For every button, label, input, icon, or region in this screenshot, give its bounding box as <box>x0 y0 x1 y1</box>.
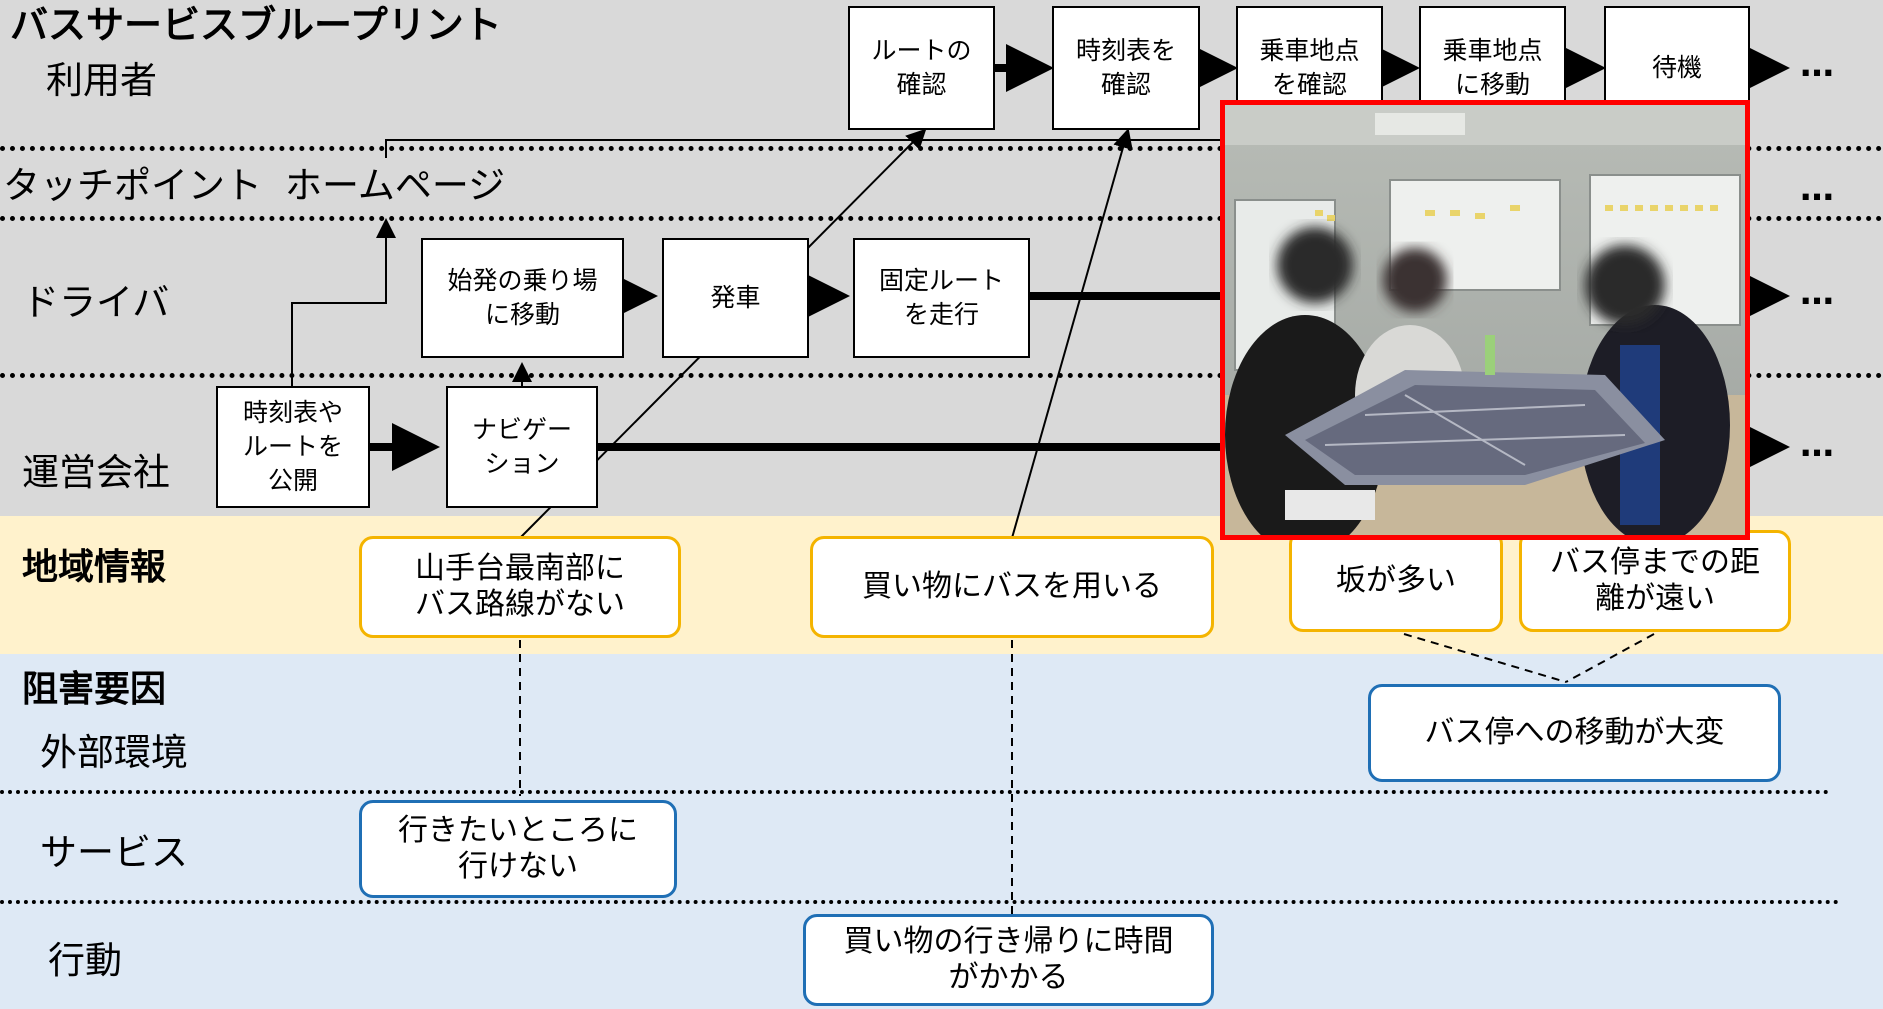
lane-label-external-env: 外部環境 <box>40 731 188 774</box>
lane-separator-service-behavior <box>0 900 1840 904</box>
workshop-photo-image <box>1225 105 1745 535</box>
ellipsis-touchpoint: … <box>1800 169 1838 209</box>
operator-step-publish-timetable: 時刻表や ルートを 公開 <box>216 386 370 508</box>
lane-separator-touchpoint-driver <box>0 216 1883 221</box>
barrier-note-behavior: 買い物の行き帰りに時間 がかかる <box>803 914 1214 1006</box>
lane-label-driver: ドライバ <box>22 281 170 324</box>
lane-label-operator: 運営会社 <box>22 451 170 494</box>
operator-step-navigation: ナビゲー ション <box>446 386 598 508</box>
driver-step-move-to-first-stop: 始発の乗り場 に移動 <box>421 238 624 358</box>
touchpoint-homepage: ホームページ <box>285 164 506 207</box>
lane-label-user: 利用者 <box>46 59 157 102</box>
regional-note-no-bus-route: 山手台最南部に バス路線がない <box>359 536 681 638</box>
lane-label-service: サービス <box>40 831 188 874</box>
regional-note-use-bus-for-shopping: 買い物にバスを用いる <box>810 536 1214 638</box>
ellipsis-user: … <box>1800 45 1838 85</box>
barrier-note-service: 行きたいところに 行けない <box>359 800 677 898</box>
barrier-note-external: バス停への移動が大変 <box>1368 684 1781 782</box>
ellipsis-driver: … <box>1800 273 1838 313</box>
lane-label-touchpoint: タッチポイント <box>3 164 262 207</box>
driver-step-depart: 発車 <box>662 238 809 358</box>
diagram-title: バスサービスブループリント <box>10 3 502 47</box>
lane-separator-driver-operator <box>0 373 1883 378</box>
regional-note-far-bus-stop: バス停までの距 離が遠い <box>1519 530 1791 632</box>
lane-label-regional-info: 地域情報 <box>22 547 167 588</box>
user-step-timetable-check: 時刻表を 確認 <box>1052 6 1200 130</box>
lane-label-behavior: 行動 <box>48 939 122 982</box>
lane-label-barrier: 阻害要因 <box>22 669 167 710</box>
ellipsis-operator: … <box>1800 425 1838 465</box>
driver-step-drive-fixed-route: 固定ルート を走行 <box>853 238 1030 358</box>
regional-note-many-slopes: 坂が多い <box>1289 530 1503 632</box>
workshop-photo <box>1220 100 1750 540</box>
user-step-route-check: ルートの 確認 <box>848 6 995 130</box>
lane-separator-external-service <box>0 790 1830 794</box>
